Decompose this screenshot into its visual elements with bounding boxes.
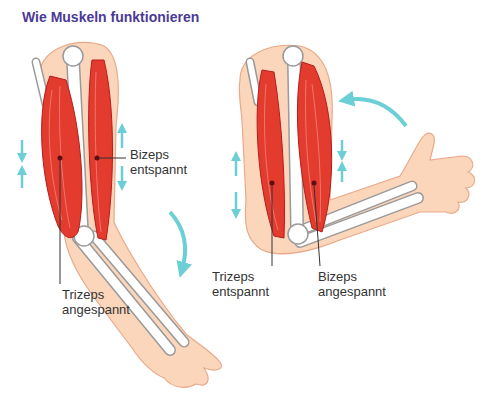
arm-skin [40,42,222,387]
contraction-arrow [21,140,24,158]
muscle-fibres [95,72,101,232]
scapula-bone [250,62,258,102]
leader-line [272,185,273,266]
biceps-muscle [89,60,113,240]
leader-line [99,158,126,159]
humerus-head [283,46,303,66]
radius-bone [94,236,184,342]
relaxation-arrow [121,166,124,186]
label-dot [58,156,63,161]
leader-line [60,160,61,284]
diagram-title: Wie Muskeln funktionieren [22,9,199,25]
triceps-muscle [257,70,284,238]
movement-arrow [170,212,185,270]
elbow-joint [288,224,308,244]
relaxation-arrow [121,128,124,148]
humerus-bone [294,60,297,226]
extended-arm [22,42,222,387]
label-dot [270,181,275,186]
contraction-arrow [341,140,344,156]
contraction-arrow [341,166,344,182]
movement-arrow [346,99,406,126]
muscle-label: Bizeps entspannt [130,148,204,178]
biceps-muscle [297,62,331,232]
label-dot [95,156,100,161]
scapula-bone [250,62,258,102]
muscle-fibres [265,84,279,230]
contraction-arrow [21,170,24,188]
muscle-label: Bizeps angespannt [318,270,400,300]
flexed-arm [236,45,475,266]
arm-skin [239,45,474,253]
relaxation-arrow [235,192,238,214]
triceps-muscle [42,76,82,238]
label-dot [312,181,317,186]
muscle-fibres [305,80,320,222]
humerus-bone [294,60,297,226]
muscle-label: Trizeps angespannt [62,288,142,318]
leader-line [314,185,320,266]
humerus-head [63,46,83,66]
muscle-label: Trizeps entspannt [212,270,282,300]
radius-bone [94,236,184,342]
relaxation-arrow [235,156,238,176]
